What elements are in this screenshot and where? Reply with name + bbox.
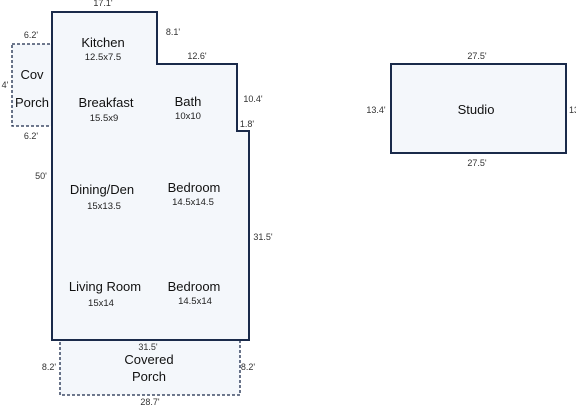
studio-outline — [390, 63, 567, 154]
cov-porch-outline — [11, 43, 53, 127]
covered-porch-outline — [59, 339, 241, 396]
cov-porch-dim-top: 6.2' — [24, 30, 39, 40]
cov-porch-label-1: Cov — [20, 67, 44, 82]
room-living-room-name: Living Room — [69, 279, 141, 294]
dim-kitchen-step: 8.1' — [166, 27, 181, 37]
room-dining-den-name: Dining/Den — [70, 182, 134, 197]
room-bedroom-2-name: Bedroom — [168, 279, 221, 294]
cov-porch-dim-left: 4' — [2, 80, 9, 90]
covered-porch-dim-bottom: 28.7' — [140, 397, 160, 406]
covered-porch-label-1: Covered — [124, 352, 173, 367]
dim-notch: 1.8' — [240, 119, 255, 129]
room-kitchen-name: Kitchen — [81, 35, 124, 50]
studio-label: Studio — [458, 102, 495, 117]
room-breakfast-size: 15.5x9 — [90, 113, 119, 124]
studio-dim-right: 13 — [569, 105, 576, 115]
room-bedroom-2-size: 14.5x14 — [178, 296, 212, 307]
main-house-outline — [51, 11, 250, 341]
studio-dim-left: 13.4' — [366, 105, 386, 115]
cov-porch-label-2: Porch — [15, 95, 49, 110]
dim-bath-right: 10.4' — [243, 94, 263, 104]
covered-porch-label-2: Porch — [132, 369, 166, 384]
dim-right-side: 31.5' — [253, 232, 273, 242]
room-living-room-size: 15x14 — [88, 298, 114, 309]
covered-porch-dim-left: 8.2' — [42, 362, 57, 372]
covered-porch-dim-right: 8.2' — [241, 362, 256, 372]
room-bedroom-1-size: 14.5x14.5 — [172, 197, 214, 208]
cov-porch-dim-bottom: 6.2' — [24, 131, 39, 141]
studio-dim-top: 27.5' — [467, 51, 487, 61]
dim-bottom-width: 31.5' — [138, 342, 158, 352]
room-breakfast-name: Breakfast — [79, 95, 134, 110]
dim-top-width: 17.1' — [93, 0, 113, 8]
room-dining-den-size: 15x13.5 — [87, 201, 121, 212]
dim-left-side: 50' — [35, 171, 47, 181]
dim-bath-top: 12.6' — [187, 51, 207, 61]
room-kitchen-size: 12.5x7.5 — [85, 52, 121, 63]
room-bath-size: 10x10 — [175, 111, 201, 122]
studio-dim-bottom: 27.5' — [467, 158, 487, 168]
room-bedroom-1-name: Bedroom — [168, 180, 221, 195]
room-bath-name: Bath — [175, 94, 202, 109]
